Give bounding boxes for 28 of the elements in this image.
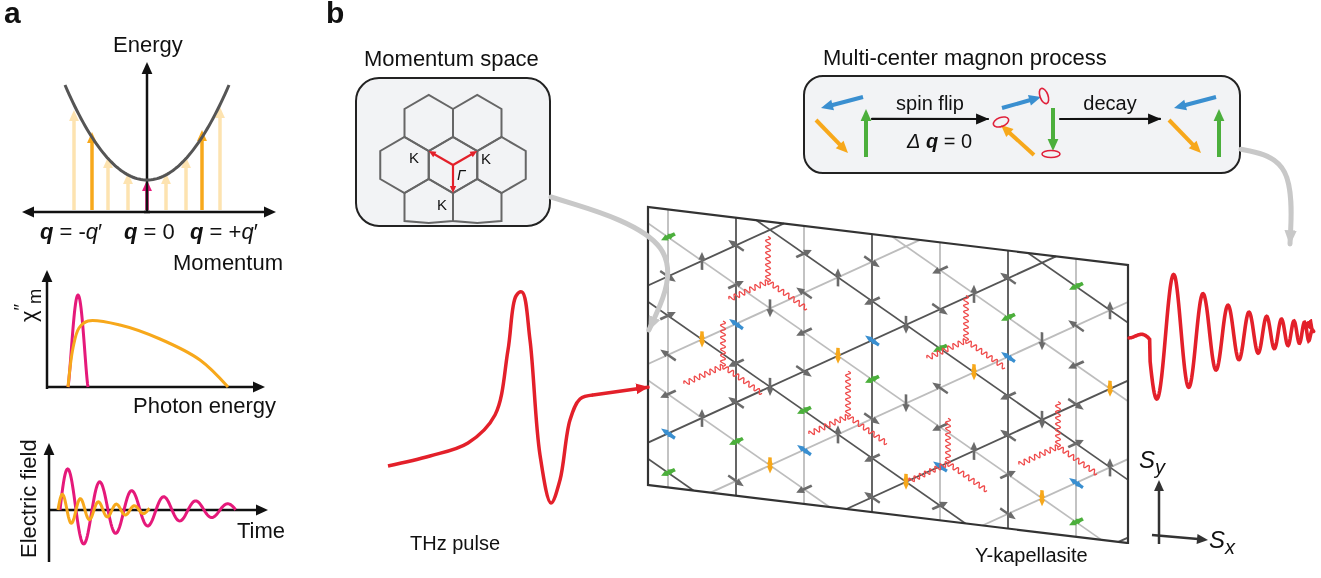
arrow	[591, 383, 650, 397]
point-label: K	[481, 150, 491, 168]
axis-title: Photon energy	[133, 393, 277, 419]
point-label: q = -q′	[40, 219, 103, 245]
arrow	[1058, 113, 1162, 125]
point-label: q = +q′	[190, 219, 258, 245]
point-label: K	[409, 149, 419, 167]
point-label: q = 0	[124, 219, 175, 245]
axis-label: S$_{y}$	[1139, 446, 1165, 479]
emitted-wave-arrow	[1127, 272, 1316, 401]
curved-arrow	[1238, 146, 1297, 247]
panel-title: Multi-center magnon process	[823, 45, 1107, 71]
axis-title: Energy	[113, 32, 183, 58]
panel-letter: b	[326, 0, 345, 31]
pulse-caption: THz pulse	[410, 532, 501, 555]
panel-letter: a	[4, 0, 21, 31]
equation-label: Δ q = 0	[907, 130, 973, 153]
point-label: Γ	[457, 166, 466, 184]
axis-title: Electric field	[15, 438, 41, 558]
spin-configuration-drawing	[990, 88, 1062, 160]
point-label: K	[437, 196, 447, 214]
arrow	[870, 113, 990, 125]
axis-title: Momentum	[173, 250, 284, 276]
lattice-caption: Y-kapellasite	[975, 544, 1088, 567]
axis-label: S$_{x}$	[1209, 526, 1235, 559]
panel-title: Momentum space	[364, 46, 539, 72]
curved-arrow	[548, 194, 671, 333]
axis-title: Time	[237, 518, 286, 544]
